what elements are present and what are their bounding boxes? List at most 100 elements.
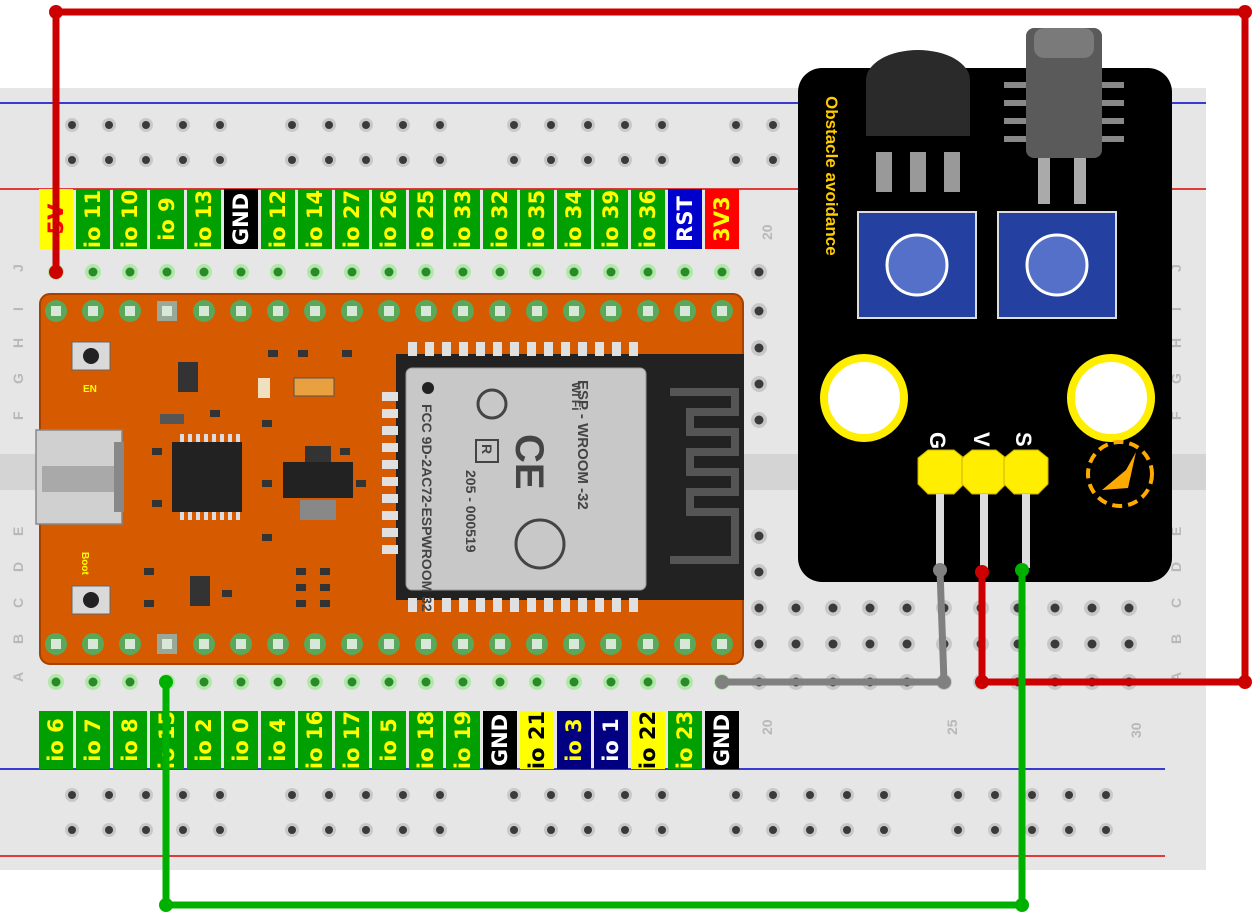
rail-hole-center [68,791,76,799]
chip-pin [212,434,216,442]
module-pad-top [629,342,638,356]
rail-hole-center [288,121,296,129]
pin-label-box [150,189,184,249]
board-pin-pad [495,306,505,316]
rail-hole-center [105,826,113,834]
board-pin-pad [88,306,98,316]
rail-hole-center [584,156,592,164]
pin-label-text: io 34 [562,190,586,248]
smd-resistor [298,350,308,357]
board-pin-pad [643,306,653,316]
board-pin-pad [717,306,727,316]
pin-label-text: io 12 [266,190,290,248]
pin-label-box [372,711,406,769]
pin-label-text: io 21 [525,711,549,769]
chip-pin [236,434,240,442]
terminal-hole-center [791,639,801,649]
smd-resistor [144,568,154,575]
terminal-hole-center [754,639,764,649]
rail-hole-center [991,791,999,799]
module-pad-top [493,342,502,356]
wire-green-signal [162,570,1026,909]
rail-hole-center [105,156,113,164]
pin-label-box [113,711,147,769]
sensor-pin-g-leg [936,494,944,568]
pin-label-box [372,189,406,249]
wire-gray-end-gnd [715,675,729,689]
pin-label-text: io 27 [340,190,364,248]
chip-pin [188,512,192,520]
rail-hole-center [105,121,113,129]
column-number-top-20: 20 [759,224,775,240]
sensor-pin-g[interactable] [917,449,965,495]
chip-leg-left [1004,118,1026,124]
regulator-tab [305,446,331,462]
terminal-hole-center [754,379,764,389]
rail-hole-center [216,826,224,834]
rail-hole-center [806,826,814,834]
sensor-pin-label-v: V [969,432,994,447]
sensor-pin-v[interactable] [961,449,1007,495]
module-pad-bottom [408,598,417,612]
terminal-hole-center [1050,639,1060,649]
smd-resistor [262,534,272,541]
rail-hole-center [806,791,814,799]
led [258,378,270,398]
module-line-3: 205 - 000519 [463,470,479,553]
pin-label-box [409,189,443,249]
board-pin-pad [236,639,246,649]
rail-hole-center [325,156,333,164]
terminal-hole-center [125,267,135,277]
row-letter-right: G [1168,373,1184,384]
terminal-hole-center [347,267,357,277]
terminal-hole-center [754,603,764,613]
row-letter-right: D [1168,562,1184,572]
pin-label-box [335,711,369,769]
row-letter-left: A [10,672,26,682]
pin-label-text: io 36 [636,190,660,248]
potentiometer-right-knob [1025,233,1089,297]
terminal-hole-center [532,267,542,277]
rail-hole-center [142,156,150,164]
smd-resistor [262,420,272,427]
rail-hole-center [658,826,666,834]
wire-red-end-5v [49,265,63,279]
smd-resistor [210,410,220,417]
chip-pin [196,512,200,520]
module-pin1-dot [422,382,434,394]
terminal-hole-center [754,267,764,277]
rail-hole-center [288,826,296,834]
ir-emitter-leg-2 [1074,158,1086,204]
board-pin-pad [532,639,542,649]
row-letter-left: B [10,634,26,644]
rail-hole-center [105,791,113,799]
module-pad-bottom [595,598,604,612]
rail-hole-center [584,826,592,834]
pin-label-box [261,711,295,769]
module-pad-bottom [629,598,638,612]
chip-pin [228,512,232,520]
wire-red-power [52,8,1249,686]
usb-shell [114,442,124,512]
terminal-hole-center [1087,603,1097,613]
sensor-pin-s[interactable] [1003,449,1049,495]
rail-hole-center [68,156,76,164]
pin-label-text: io 0 [229,718,253,762]
board-pin-pad [384,306,394,316]
row-letter-left: G [10,373,26,384]
esp-module-pads [382,342,638,612]
terminal-hole-center [865,603,875,613]
board-pin-pad [569,306,579,316]
module-pad-top [425,342,434,356]
rail-hole-center [68,826,76,834]
board-pin-pad [51,306,61,316]
module-pad-top [527,342,536,356]
rail-hole-center [621,791,629,799]
smd-resistor [222,590,232,597]
column-number-bottom-20: 20 [759,719,775,735]
module-pad-bottom [442,598,451,612]
module-pad-side [382,494,398,503]
chip-pin [228,434,232,442]
